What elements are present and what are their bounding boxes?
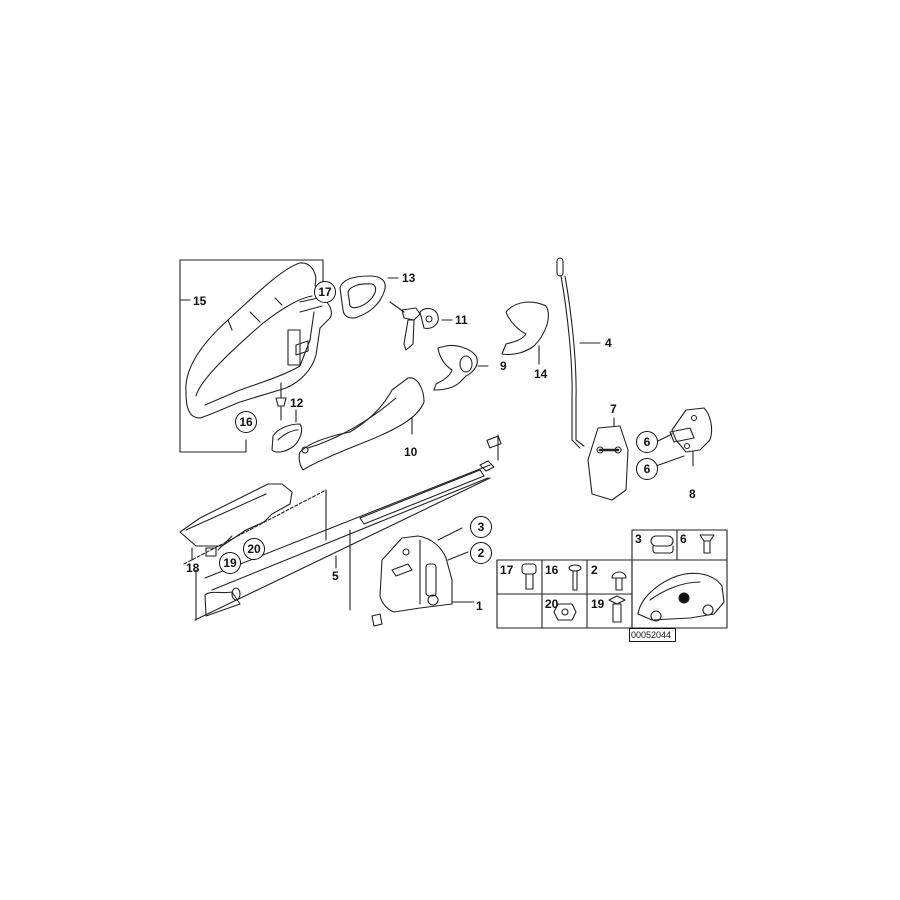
hw-square-bolt-icon [608, 595, 626, 623]
handle-carrier-part-15 [185, 262, 332, 421]
callout-13: 13 [402, 271, 416, 285]
callout-10: 10 [404, 445, 418, 459]
callout-15: 15 [193, 294, 207, 308]
callout-8: 8 [689, 487, 696, 501]
hw-cell-label-19: 19 [591, 597, 605, 611]
vehicle-locator-icon [637, 572, 725, 622]
cap-part-9 [433, 344, 489, 391]
outer-handle-part-10 [298, 377, 425, 471]
hw-cell-label-3: 3 [635, 532, 642, 546]
callout-18: 18 [186, 561, 200, 575]
callout-9: 9 [500, 359, 507, 373]
image-code: 00052044 [629, 628, 676, 642]
callout-5: 5 [332, 569, 339, 583]
callout-6-circled-upper: 6 [636, 431, 658, 453]
callout-19-circled: 19 [219, 552, 241, 574]
callout-1: 1 [476, 599, 483, 613]
hw-button-screw-icon [611, 571, 627, 591]
callout-14: 14 [534, 367, 548, 381]
hw-screw-washer-icon [568, 564, 582, 591]
door-lock-part-1 [371, 527, 475, 627]
cable-part-5 [194, 434, 502, 621]
hw-cell-label-6: 6 [680, 532, 687, 546]
striker-bracket-part-8 [655, 407, 713, 467]
carrier-part-18 [179, 483, 327, 565]
callout-17-circled: 17 [314, 281, 336, 303]
callout-4: 4 [605, 336, 612, 350]
cover-frame-part-13 [339, 275, 399, 319]
callout-16-circled: 16 [235, 411, 257, 433]
callout-3-circled: 3 [470, 516, 492, 538]
hardware-grid [496, 529, 728, 629]
hw-cell-label-2: 2 [591, 563, 598, 577]
callout-20-circled: 20 [243, 538, 265, 560]
hw-cell-label-20: 20 [545, 597, 559, 611]
hw-countersunk-screw-icon [699, 534, 715, 554]
callout-7: 7 [610, 402, 617, 416]
gasket-part-12 [271, 409, 303, 453]
lock-bracket-part-11 [389, 301, 453, 351]
hw-cell-label-16: 16 [545, 563, 559, 577]
cap-part-14 [501, 301, 549, 365]
callout-12: 12 [290, 396, 304, 410]
callout-2-circled: 2 [470, 542, 492, 564]
callout-6-circled-lower: 6 [636, 458, 658, 480]
hw-hex-bolt-icon [521, 563, 537, 590]
striker-cover-part-7 [587, 417, 629, 501]
callout-11: 11 [455, 313, 468, 327]
bracket-group-15 [179, 259, 324, 453]
hw-cell-label-17: 17 [500, 563, 514, 577]
hw-grommet-icon [650, 535, 674, 554]
hw-hex-nut-icon [553, 603, 577, 621]
rod-part-4 [556, 257, 601, 449]
